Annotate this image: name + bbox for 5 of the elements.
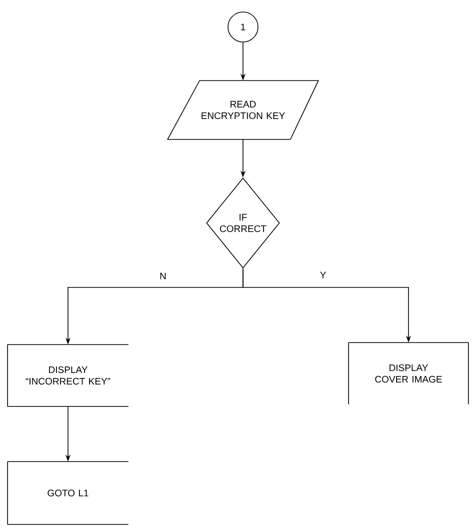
process-box: GOTO L1 — [7, 461, 129, 525]
edge-label: N — [158, 272, 168, 280]
edge-label: Y — [318, 270, 328, 280]
process-box: DISPLAY “INCORRECT KEY” — [7, 344, 129, 407]
process-box: DISPLAY COVER IMAGE — [348, 342, 469, 405]
